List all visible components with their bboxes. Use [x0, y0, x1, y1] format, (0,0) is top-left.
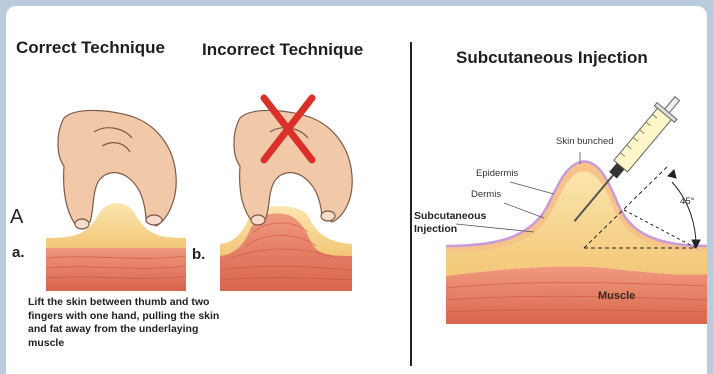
label-subcutaneous-line1: Subcutaneous	[414, 210, 486, 223]
tissue-injection	[446, 162, 707, 324]
label-a: a.	[12, 244, 25, 261]
label-subcutaneous: Subcutaneous Injection	[414, 210, 486, 236]
muscle-layer-a	[46, 246, 186, 291]
subcutaneous-injection-title: Subcutaneous Injection	[456, 48, 648, 68]
incorrect-technique-title: Incorrect Technique	[202, 40, 363, 60]
correct-technique-title: Correct Technique	[16, 38, 165, 58]
label-b: b.	[192, 246, 205, 263]
label-dermis: Dermis	[471, 189, 501, 200]
panel-marker-a: A	[10, 206, 23, 229]
syringe-plunger	[665, 97, 680, 113]
label-muscle: Muscle	[598, 290, 635, 302]
instruction-text: Lift the skin between thumb and two fing…	[28, 296, 228, 350]
label-skin-bunched: Skin bunched	[556, 136, 614, 147]
label-subcutaneous-line2: Injection	[414, 223, 486, 236]
syringe-barrel	[614, 107, 673, 172]
muscle-layer-right	[446, 266, 707, 324]
label-angle: 45°	[680, 196, 694, 207]
panel-divider	[410, 42, 412, 366]
figure-frame: Correct Technique Incorrect Technique Su…	[6, 6, 707, 374]
label-epidermis: Epidermis	[476, 168, 518, 179]
